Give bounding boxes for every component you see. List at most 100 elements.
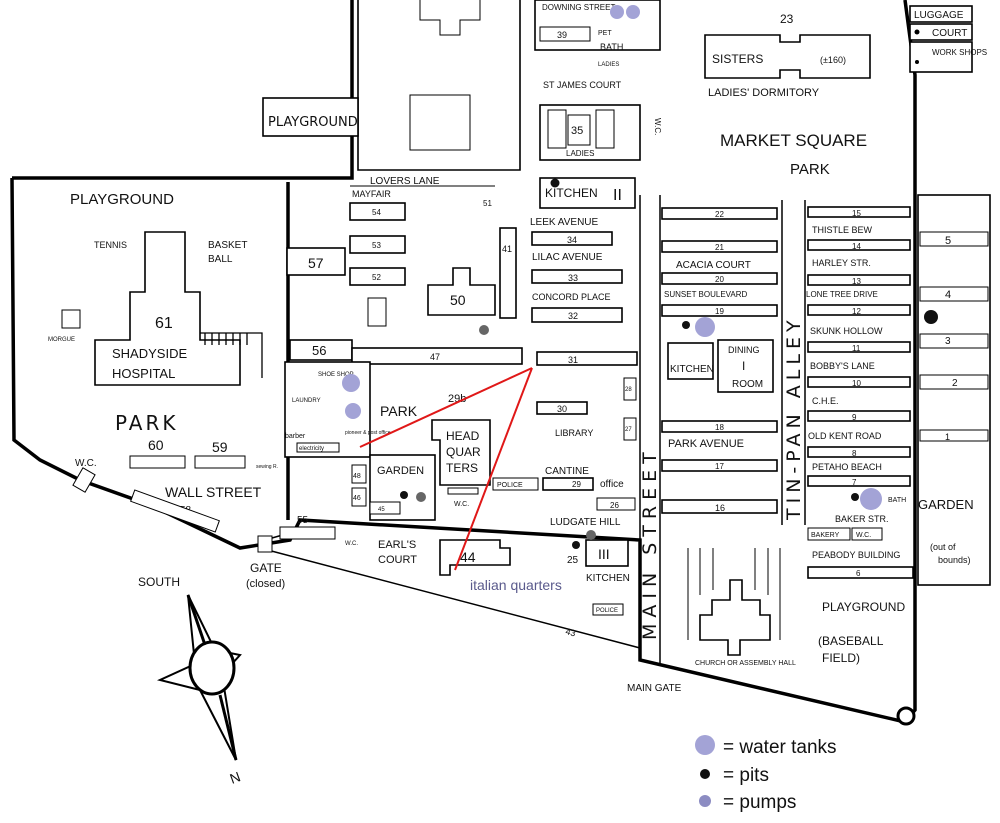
wc-right-label: W.C. [856, 532, 871, 539]
south-label: SOUTH [138, 575, 180, 589]
kitchen-iii-roman: III [598, 546, 610, 562]
bldg-3-label: 3 [945, 336, 951, 347]
gate-post [257, 535, 273, 553]
bldg-28-label: 28 [625, 387, 632, 393]
harley-str-label: HARLEY STR. [812, 258, 871, 268]
bldg-32-label: 32 [568, 311, 578, 321]
petaho-beach-label: PETAHO BEACH [812, 462, 882, 472]
electricity-label: electricity [299, 446, 324, 452]
bldg-27-label: 27 [625, 427, 632, 433]
wc-earls-label: W.C. [345, 541, 358, 547]
bldg-52-label: 52 [372, 273, 381, 282]
bldg-15-label: 15 [852, 209, 861, 218]
lone-tree-drive-label: LONE TREE DRIVE [806, 290, 878, 299]
bldg-35-ladies-label: 35 [571, 125, 583, 137]
water-tank [626, 5, 640, 19]
concord-place-label: CONCORD PLACE [532, 292, 611, 302]
bldg-55-label: 55 [297, 515, 309, 526]
gate-label: GATE [250, 561, 282, 575]
lovers-lane-label: LOVERS LANE [370, 176, 440, 187]
bldg-7-label: 7 [852, 478, 857, 487]
library-label: LIBRARY [555, 428, 593, 438]
bldg-29-label: 29 [572, 480, 581, 489]
bldg-46-label: 46 [353, 495, 361, 502]
bldg-4-label: 4 [945, 289, 951, 301]
bldg-18-label: 18 [715, 423, 724, 432]
dining-label: DINING [728, 345, 760, 355]
tennis-label: TENNIS [94, 240, 127, 250]
legend-water-tanks-label: = water tanks [723, 737, 837, 758]
dining-room [717, 339, 774, 393]
police-1-label: POLICE [497, 482, 523, 489]
bldg-48-label: 48 [353, 473, 361, 480]
bldg-53-label: 53 [372, 241, 381, 250]
route-lines [359, 367, 533, 571]
st-james-court-label: ST JAMES COURT [543, 80, 622, 90]
post-office-label: pioneer & post office [345, 430, 391, 436]
bounds-label: bounds) [938, 555, 971, 565]
head-label: HEAD [446, 429, 480, 443]
bldg-29b-label: 29b [448, 393, 466, 405]
market-square-label: MARKET SQUARE [720, 131, 867, 150]
bldg-23-label: 23 [780, 12, 794, 26]
barber-label: barber [285, 433, 306, 440]
pumps [416, 325, 596, 540]
bldg-6-label: 6 [856, 569, 861, 578]
quar-label: QUAR [446, 445, 481, 459]
office-label: office [600, 479, 624, 490]
bldg-17-label: 17 [715, 462, 724, 471]
ladies-dormitory-label: LADIES' DORMITORY [708, 87, 820, 99]
legend-pits-label: = pits [723, 765, 769, 786]
leek-avenue-label: LEEK AVENUE [530, 217, 599, 228]
shadyside-hospital [94, 231, 241, 386]
pump [586, 530, 596, 540]
garden-center-label: GARDEN [377, 465, 424, 477]
wall-street-label: WALL STREET [165, 484, 262, 500]
basket-label: BASKET [208, 240, 247, 251]
thistle-bew-label: THISTLE BEW [812, 225, 873, 235]
pit [400, 491, 408, 499]
bldg-14-label: 14 [852, 242, 861, 251]
legend-pumps-label: = pumps [723, 792, 796, 813]
park-avenue-label: PARK AVENUE [668, 438, 744, 450]
hospital-label: HOSPITAL [112, 366, 175, 381]
laundry-label: LAUNDRY [292, 398, 321, 404]
playground-top-label: PLAYGROUND [268, 115, 358, 130]
out-of-label: (out of [930, 542, 956, 552]
garden-right-label: GARDEN [918, 497, 974, 512]
bldg-50-label: 50 [450, 292, 466, 308]
tin-pan-alley-label: TIN-PAN ALLEY [783, 315, 805, 521]
police-2-label: POLICE [596, 608, 618, 614]
playground-top-label-box [262, 97, 359, 137]
field-label: FIELD) [822, 651, 860, 665]
bldg-61-label: 61 [155, 315, 173, 332]
kitchen-iii-label: KITCHEN [586, 573, 630, 584]
kitchen-iii [585, 539, 629, 567]
water-tank [695, 317, 715, 337]
bldg-25-label: 25 [567, 555, 579, 566]
workshops-label: WORK SHOPS [932, 48, 987, 57]
sunset-boulevard-label: SUNSET BOULEVARD [664, 290, 748, 299]
pump [416, 492, 426, 502]
bldg-8-label: 8 [852, 449, 857, 458]
bldg-44-label: 44 [460, 549, 476, 565]
shoe-shop-label: SHOE SHOP [318, 372, 354, 378]
bldg-19-label: 19 [715, 307, 724, 316]
earls-court-label: COURT [378, 554, 417, 566]
playground-left-label: PLAYGROUND [70, 191, 174, 208]
che-label: C.H.E. [812, 396, 839, 406]
main-street-label: MAIN STREET [639, 446, 661, 640]
bldg-59-label: 59 [212, 439, 228, 455]
ludgate-hill-label: LUDGATE HILL [550, 517, 621, 528]
italian-quarters-label: italian quarters [470, 577, 562, 593]
room-label: ROOM [732, 379, 763, 390]
pet-label: PET [598, 30, 612, 37]
baseball-label: (BASEBALL [818, 634, 884, 648]
bldg-26-label: 26 [610, 501, 619, 510]
sisters-dormitory [704, 34, 871, 79]
legend-pit-icon [700, 769, 710, 779]
north-building [357, 0, 521, 171]
ladies-label: LADIES [566, 149, 594, 158]
bldg-20-label: 20 [715, 275, 724, 284]
